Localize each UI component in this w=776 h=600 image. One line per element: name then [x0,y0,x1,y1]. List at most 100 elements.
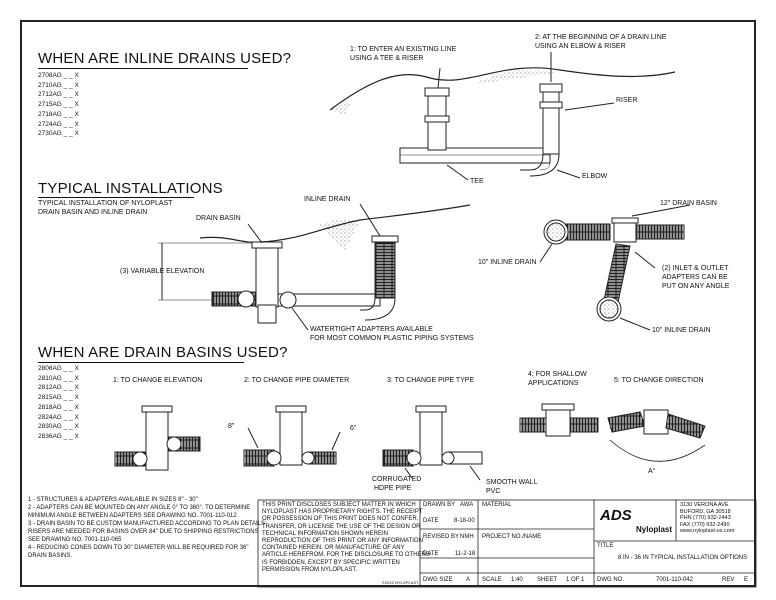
label-change-diameter: 2: TO CHANGE PIPE DIAMETER [244,377,350,384]
inline-drain-part-list: 2708AG _ _ X 2710AG _ _ X 2712AG _ _ X 2… [38,71,79,139]
dwg-no-label: DWG NO. [597,577,624,583]
sheet-value: 1 OF 1 [566,577,585,583]
label-drain-basin: DRAIN BASIN [196,215,241,222]
label-tee: TEE [470,178,484,185]
drawn-by-label: DRAWN BY [423,502,456,508]
dwg-size-label: DWG SIZE [423,577,453,583]
material-label: MATERIAL [482,502,512,508]
label-variable-elevation: (3) VARIABLE ELEVATION [120,268,205,275]
part-number: 2818AG _ _ X [38,403,79,411]
disclaimer-line: REPRODUCTION OF THIS PRINT OR ANY INFORM… [262,537,423,544]
dwg-no-value: 7001-110-042 [656,577,693,583]
note-line: 2 - ADAPTERS CAN BE MOUNTED ON ANY ANGLE… [28,505,251,511]
part-number: 2724AG _ _ X [38,120,79,128]
heading-drain-basins: WHEN ARE DRAIN BASINS USED? [38,344,288,361]
part-number: 2808AG _ _ X [38,365,79,372]
scene-typical-installation [158,203,471,331]
label-riser: RISER [616,97,638,104]
note-line: 3 - DRAIN BASIN TO BE CUSTOM MANUFACTURE… [28,521,266,527]
disclaimer-line: NYLOPLAST HAS PROPRIETARY RIGHTS. THE RE… [262,509,423,516]
rev-label: REV [722,577,735,583]
label-change-type: 3: TO CHANGE PIPE TYPE [387,377,475,384]
disclaimer-line: TECHNICAL INFORMATION SHOWN HEREIN [262,530,389,537]
date-label: DATE [423,551,439,557]
scene-angled-inline [539,204,691,331]
disclaimer-line: OR POSSESSION OF THIS PRINT DOES NOT CON… [262,516,419,523]
disclaimer-line: CONTAINED HEREIN, OR MANUFACTURE OF ANY [262,545,405,552]
typical-desc-line: DRAIN BASIN AND INLINE DRAIN [38,209,148,216]
disclaimer-line: IS FORBIDDEN, EXCEPT BY SPECIFIC WRITTEN [262,559,400,566]
scene-tee-elbow-riser [329,52,676,181]
part-number: 2715AG _ _ X [38,101,79,109]
revised-by-value: NMH [460,534,474,540]
part-number: 2812AG _ _ X [38,384,79,392]
address-line: www.nyloplast-us.com [680,528,735,535]
label-elbow-riser: 2: AT THE BEGINNING OF A DRAIN LINE [535,34,667,41]
part-number: 2815AG _ _ X [38,394,79,402]
part-number: 2710AG _ _ X [38,81,79,89]
disclaimer-line: PERMISSION FROM NYLOPLAST. [262,566,358,573]
label-inline-drain: INLINE DRAIN [304,196,351,203]
heading-typical-installations: TYPICAL INSTALLATIONS [38,180,223,197]
label-tee-riser: USING A TEE & RISER [350,55,424,62]
label-shallow: APPLICATIONS [528,380,579,387]
sheet-label: SHEET [537,577,558,583]
note-line: RISERS ARE NEEDED FOR BASINS OVER 84" DU… [28,529,259,535]
part-number: 2836AG _ _ X [38,432,79,440]
label-drain-basin-12: 12" DRAIN BASIN [660,200,717,207]
drawing-sheet-border [20,20,756,587]
heading-underline [38,197,194,198]
label-watertight: WATERTIGHT ADAPTERS AVAILABLE [310,326,433,333]
label-shallow: 4: FOR SHALLOW [528,371,587,378]
part-number: 2824AG _ _ X [38,413,79,421]
heading-underline [38,362,244,363]
title-label: TITLE [597,543,614,549]
label-change-direction: 5: TO CHANGE DIRECTION [614,377,704,384]
disclaimer: THIS PRINT DISCLOSES SUBJECT MATTER IN W… [262,502,430,574]
label-inlet-outlet: (2) INLET & OUTLET [662,265,729,272]
label-inlet-outlet: ADAPTERS CAN BE [662,274,728,281]
heading-inline-drains: WHEN ARE INLINE DRAINS USED? [38,50,292,67]
part-number: 2830AG _ _ X [38,423,79,431]
label-change-elevation: 1: TO CHANGE ELEVATION [113,377,203,384]
label-diameter-8: 8" [228,423,235,430]
revised-by-label: REVISED BY [423,534,460,540]
label-tee-riser: 1: TO ENTER AN EXISTING LINE [350,46,457,53]
part-number: 2718AG _ _ X [38,110,79,118]
disclaimer-line: TRANSFER, OR LICENSE THE USE OF THE DESI… [262,523,421,530]
heading-underline [38,68,248,69]
part-number: 2810AG _ _ X [38,374,79,382]
note-line: SEE DRAWING NO. 7001-110-065 [28,537,122,543]
ads-logo: ADS [600,507,632,524]
general-notes: 1 - STRUCTURES & ADAPTERS AVAILABLE IN S… [28,496,265,560]
project-label: PROJECT NO./NAME [482,534,542,540]
drain-basin-part-list: 2808AG _ _ X 2810AG _ _ X 2812AG _ _ X 2… [38,364,79,442]
label-elbow-riser: USING AN ELBOW & RISER [535,43,626,50]
part-number: 2712AG _ _ X [38,91,79,99]
title-block-grid [257,499,757,588]
note-line: 4 - REDUCING CONES DOWN TO 30" DIAMETER … [28,545,249,551]
drawn-by-value: AWA [460,502,474,508]
copyright: ©2010 NYLOPLAST [382,580,419,585]
drawing-title: 8 IN - 36 IN TYPICAL INSTALLATION OPTION… [618,555,748,561]
disclaimer-line: THIS PRINT DISCLOSES SUBJECT MATTER IN W… [262,502,416,508]
label-watertight: FOR MOST COMMON PLASTIC PIPING SYSTEMS [310,335,474,342]
label-inline-drain-10: 10" INLINE DRAIN [652,327,711,334]
disclaimer-line: ARTICLE HEREFROM, FOR THE DISCLOSURE TO … [262,552,430,559]
label-smooth-wall: SMOOTH WALL [486,479,538,486]
note-line: MINIMUM ANGLE BETWEEN ADAPTERS SEE DRAWI… [28,513,237,519]
address-line: FAX (770) 932-2490 [680,521,730,528]
address-line: PHN (770) 932-2443 [680,515,731,522]
scene-basin-uses [114,403,706,481]
date-value: 8-18-00 [454,518,475,524]
note-line: 1 - STRUCTURES & ADAPTERS AVAILABLE IN S… [28,497,198,503]
date-label: DATE [423,518,439,524]
scale-value: 1:40 [511,577,523,583]
label-inlet-outlet: PUT ON ANY ANGLE [662,283,730,290]
label-smooth-wall: PVC [486,488,501,495]
label-corrugated: HDPE PIPE [374,485,412,492]
address-line: BUFORD, GA 30518 [680,508,731,515]
address-block: 3130 VERONA AVE BUFORD, GA 30518 PHN (77… [680,502,734,535]
scale-label: SCALE [482,577,502,583]
